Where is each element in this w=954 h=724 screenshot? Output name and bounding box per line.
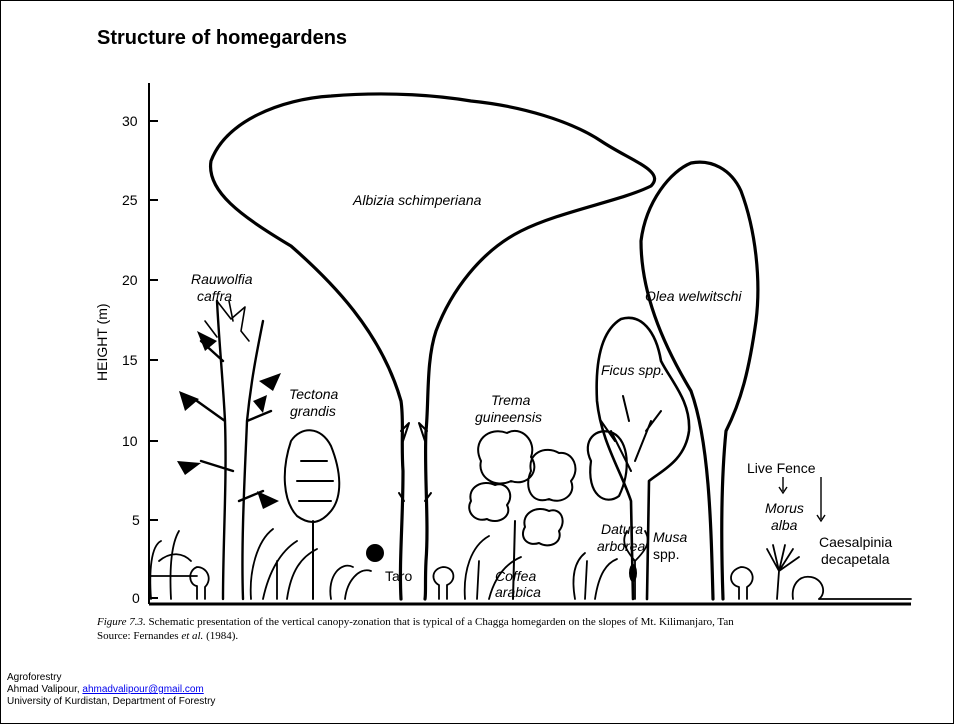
morus-label-line1: Morus — [765, 500, 804, 516]
y-tick-label: 15 — [122, 352, 138, 368]
y-tick-label: 5 — [132, 512, 140, 528]
caption-source: Source: Fernandes et al. (1984). — [97, 629, 917, 643]
y-tick-label: 30 — [122, 113, 138, 129]
coffea-label-line2: arabica — [495, 584, 541, 600]
rauwolfia-label-line2: caffra — [197, 288, 232, 304]
footer-institution: University of Kurdistan, Department of F… — [7, 696, 215, 708]
source-etal: et al. — [181, 630, 203, 642]
morus-label-line2: alba — [771, 517, 798, 533]
banana-bunch — [629, 564, 637, 582]
datura-label-line2: arborea — [597, 538, 645, 554]
albizia-tree-drawing: Albizia schimperiana — [211, 94, 655, 599]
y-tick-label: 0 — [132, 590, 140, 606]
y-axis-label: HEIGHT (m) — [94, 303, 110, 381]
caesalpinia-label-line2: decapetala — [821, 551, 890, 567]
taro-label: Taro — [385, 568, 412, 584]
footer-course: Agroforestry — [7, 672, 215, 684]
tectona-label-line1: Tectona — [289, 386, 339, 402]
coffea-label-line1: Coffea — [495, 568, 536, 584]
footer-author: Ahmad Valipour, — [7, 684, 82, 695]
fruit-cluster — [366, 544, 384, 562]
musa-label-line2: spp. — [653, 546, 679, 562]
caption-line-1: Figure 7.3. Schematic presentation of th… — [97, 615, 917, 629]
olea-label: Olea welwitschi — [645, 288, 742, 304]
slide-footer: Agroforestry Ahmad Valipour, ahmadvalipo… — [7, 672, 215, 708]
trema-label-line1: Trema — [491, 392, 531, 408]
source-prefix: Source: Fernandes — [97, 630, 181, 642]
footer-email-link[interactable]: ahmadvalipour@gmail.com — [82, 684, 203, 695]
tectona-tree-drawing: Tectona grandis — [285, 386, 340, 599]
caesalpinia-label-line1: Caesalpinia — [819, 534, 892, 550]
datura-label-line1: Datura — [601, 521, 643, 537]
ficus-label: Ficus spp. — [601, 362, 665, 378]
source-suffix: (1984). — [203, 630, 238, 642]
y-tick-label: 10 — [122, 433, 138, 449]
musa-label-line1: Musa — [653, 529, 687, 545]
rauwolfia-label-line1: Rauwolfia — [191, 271, 253, 287]
albizia-label: Albizia schimperiana — [352, 192, 482, 208]
y-tick-label: 20 — [122, 272, 138, 288]
figure-number: Figure 7.3. — [97, 616, 146, 628]
figure-caption: Figure 7.3. Schematic presentation of th… — [97, 615, 917, 643]
live-fence-label: Live Fence — [747, 460, 816, 476]
trema-label-line2: guineensis — [475, 409, 542, 425]
tectona-label-line2: grandis — [290, 403, 336, 419]
y-axis-ticks — [149, 121, 158, 598]
rauwolfia-tree-drawing: Rauwolfia caffra — [177, 271, 281, 599]
caption-text: Schematic presentation of the vertical c… — [146, 616, 734, 628]
footer-author-line: Ahmad Valipour, ahmadvalipour@gmail.com — [7, 684, 215, 696]
y-tick-label: 25 — [122, 192, 138, 208]
